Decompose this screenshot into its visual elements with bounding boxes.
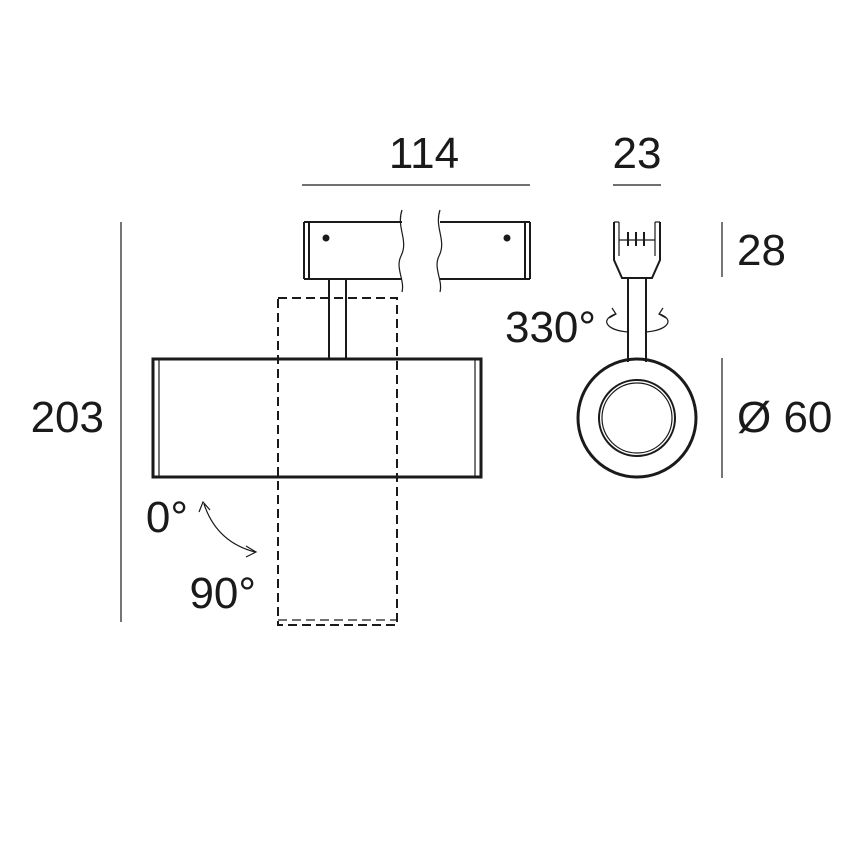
rotation-angle-label: 330°	[505, 303, 596, 352]
screw-right-icon	[503, 234, 511, 242]
adapter-width-label: 23	[613, 129, 662, 178]
rotation-arrow-icon	[606, 307, 669, 333]
track-adapter-front	[613, 221, 661, 279]
break-mark-left	[398, 209, 405, 293]
spotlight-body-90deg	[277, 297, 398, 626]
spotlight-head-front	[576, 357, 698, 479]
diameter-label: Ø 60	[737, 393, 832, 442]
stem-front	[627, 278, 647, 362]
tilt-end-label: 90°	[189, 569, 256, 618]
screw-left-icon	[322, 234, 330, 242]
spotlight-body-0deg	[151, 357, 483, 479]
tilt-arrow-icon	[198, 500, 258, 558]
stem-side	[328, 279, 347, 360]
track-adapter-side	[303, 209, 531, 293]
total-height-label: 203	[31, 393, 104, 442]
tilt-start-label: 0°	[146, 493, 188, 542]
adapter-height-label: 28	[737, 226, 786, 275]
break-mark-right	[436, 209, 443, 293]
track-length-label: 114	[389, 129, 459, 178]
